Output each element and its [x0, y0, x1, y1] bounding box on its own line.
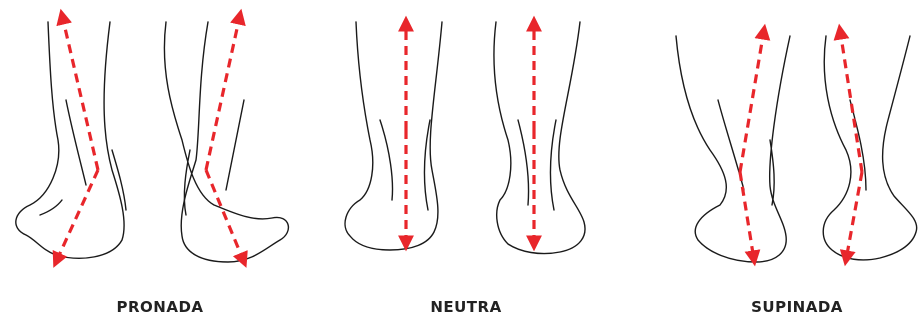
pronada-left-foot [16, 22, 126, 258]
supinada-left-foot [676, 36, 790, 262]
pronada-left-calcaneus-axis [56, 170, 98, 262]
pronada-left-axis [62, 15, 98, 170]
pronada-label: PRONADA [60, 298, 260, 316]
neutra-left-foot [345, 22, 442, 250]
neutra-right-foot [494, 22, 585, 254]
supinada-right-axis [840, 30, 862, 172]
neutra-label: NEUTRA [366, 298, 566, 316]
supinada-label: SUPINADA [697, 298, 897, 316]
pronada-right-calcaneus-axis [206, 170, 244, 262]
pronada-right-foot [164, 22, 288, 262]
supinada-right-foot [823, 36, 916, 260]
supinada-left-axis [740, 30, 764, 172]
